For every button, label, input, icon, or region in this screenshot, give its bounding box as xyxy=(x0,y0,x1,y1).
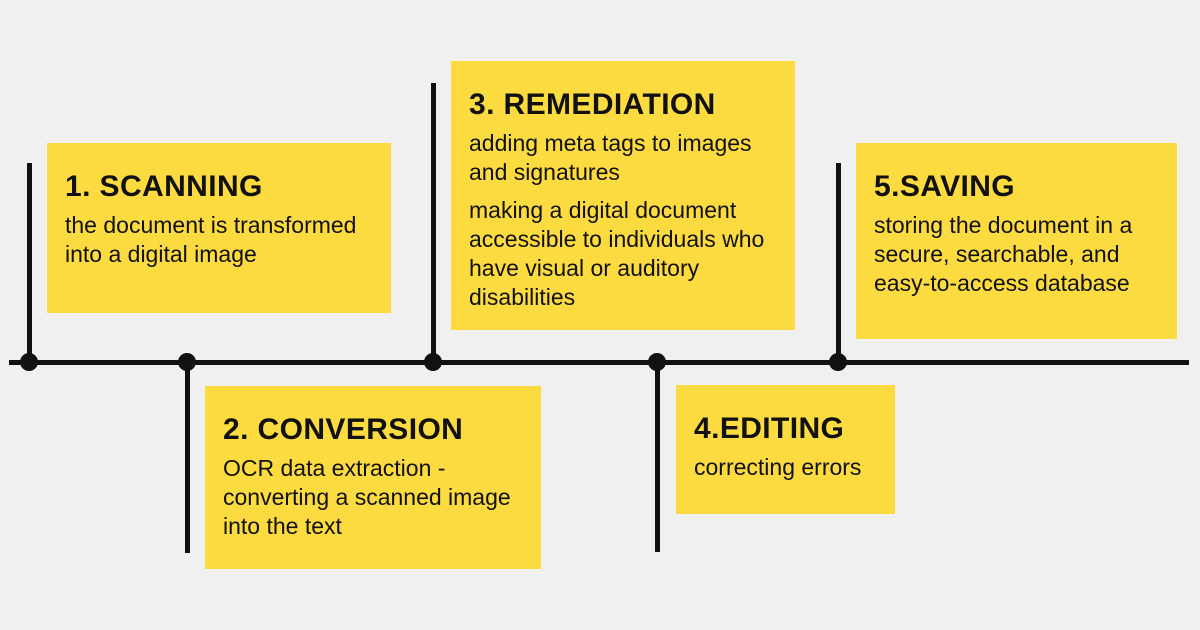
step-title-editing: 4.EDITING xyxy=(694,412,845,445)
step-description: storing the document in a secure, search… xyxy=(874,212,1133,296)
step-description: adding meta tags to images and signature… xyxy=(469,130,752,185)
timeline-axis xyxy=(9,360,1189,365)
timeline-node-dot-1 xyxy=(20,353,38,371)
timeline-node-dot-4 xyxy=(648,353,666,371)
step-title-conversion: 2. CONVERSION xyxy=(223,413,464,446)
step-card-conversion: 2. CONVERSION OCR data extraction - conv… xyxy=(205,386,541,569)
step-description: correcting errors xyxy=(694,454,862,480)
step-title-saving: 5.SAVING xyxy=(874,170,1016,203)
connector-line-editing xyxy=(655,362,660,552)
connector-line-saving xyxy=(836,163,841,363)
step-title-scanning: 1. SCANNING xyxy=(65,170,263,203)
step-card-remediation: 3. REMEDIATION adding meta tags to image… xyxy=(451,61,795,330)
step-description: the document is transformed into a digit… xyxy=(65,212,357,267)
step-card-editing: 4.EDITING correcting errors xyxy=(676,385,895,514)
step-card-scanning: 1. SCANNING the document is transformed … xyxy=(47,143,391,313)
timeline-node-dot-3 xyxy=(424,353,442,371)
connector-line-conversion xyxy=(185,362,190,553)
timeline-node-dot-5 xyxy=(829,353,847,371)
connector-line-remediation xyxy=(431,83,436,363)
connector-line-scanning xyxy=(27,163,32,363)
step-title-remediation: 3. REMEDIATION xyxy=(469,88,716,121)
step-description: OCR data extraction - converting a scann… xyxy=(223,455,511,539)
step-description: making a digital document accessible to … xyxy=(469,197,765,310)
timeline-node-dot-2 xyxy=(178,353,196,371)
step-card-saving: 5.SAVING storing the document in a secur… xyxy=(856,143,1177,339)
